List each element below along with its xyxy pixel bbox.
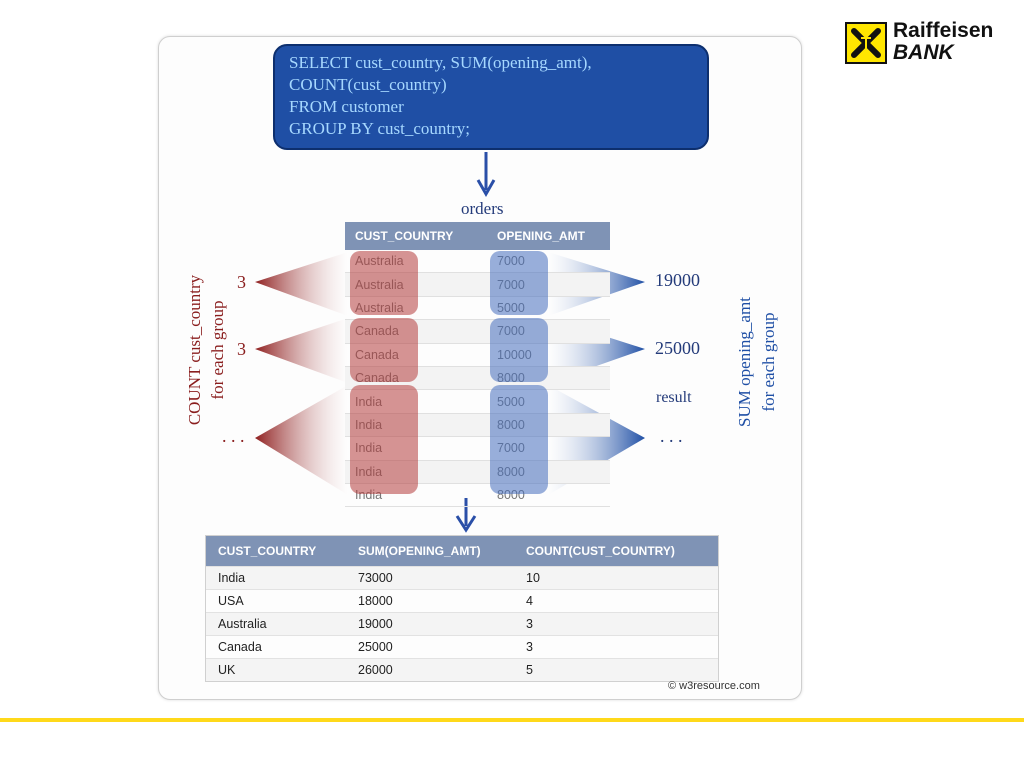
sql-line: FROM customer: [289, 97, 404, 116]
sum-annotation-line2: for each group: [759, 312, 778, 412]
orders-label: orders: [461, 199, 504, 218]
count-funnel-australia: [255, 252, 348, 316]
group-highlight-australia-amt: [490, 251, 548, 315]
table-cell: 73000: [358, 571, 393, 585]
column-header: SUM(OPENING_AMT): [358, 544, 481, 558]
table-cell: 10: [526, 571, 540, 585]
column-header: CUST_COUNTRY: [355, 229, 454, 243]
count-funnel-canada: [255, 318, 348, 383]
table-cell: 3: [526, 617, 533, 631]
sum-value: . . .: [660, 426, 683, 446]
sql-line: GROUP BY cust_country;: [289, 119, 471, 138]
table-header: CUST_COUNTRY SUM(OPENING_AMT) COUNT(CUST…: [206, 536, 718, 566]
group-highlight-canada-amt: [490, 318, 548, 382]
count-funnel-india: [255, 385, 348, 495]
group-highlight-canada: [350, 318, 418, 382]
table-cell: 4: [526, 594, 533, 608]
brand-name: Raiffeisen: [893, 19, 994, 42]
result-label: result: [656, 389, 692, 406]
table-header: CUST_COUNTRY OPENING_AMT: [345, 222, 610, 250]
table-cell: 18000: [358, 594, 393, 608]
table-row: Canada 25000 3: [206, 635, 718, 658]
column-header: COUNT(CUST_COUNTRY): [526, 544, 675, 558]
brand-rule: [0, 718, 1024, 722]
table-cell: 19000: [358, 617, 393, 631]
count-value: . . .: [222, 426, 245, 446]
column-header: CUST_COUNTRY: [218, 544, 317, 558]
table-cell: 26000: [358, 663, 393, 677]
table-cell: UK: [218, 663, 236, 677]
table-row: India 73000 10: [206, 566, 718, 589]
column-header: OPENING_AMT: [497, 229, 586, 243]
table-cell: USA: [218, 594, 244, 608]
group-highlight-india: [350, 385, 418, 494]
sql-line: COUNT(cust_country): [289, 75, 447, 94]
down-arrow-icon: [476, 152, 496, 198]
count-value: 3: [237, 339, 246, 359]
count-annotation-line1: COUNT cust_country: [185, 274, 204, 426]
table-cell: India: [218, 571, 246, 585]
group-highlight-australia: [350, 251, 418, 315]
down-arrow-icon: [455, 498, 477, 533]
table-row: UK 26000 5: [206, 658, 718, 681]
table-row: Australia 19000 3: [206, 612, 718, 635]
table-cell: 5: [526, 663, 533, 677]
raiffeisen-logo: Raiffeisen BANK: [845, 20, 1015, 66]
brand-subtitle: BANK: [893, 41, 954, 64]
group-highlight-india-amt: [490, 385, 548, 494]
table-cell: 25000: [358, 640, 393, 654]
raiffeisen-gable-icon: [845, 22, 887, 64]
table-cell: 3: [526, 640, 533, 654]
sql-query-box: SELECT cust_country, SUM(opening_amt), C…: [273, 44, 709, 150]
count-annotation-line2: for each group: [208, 300, 227, 400]
count-value: 3: [237, 272, 246, 292]
sql-line: SELECT cust_country, SUM(opening_amt),: [289, 53, 592, 72]
sum-value: 25000: [655, 338, 700, 358]
sum-annotation-line1: SUM opening_amt: [735, 297, 754, 427]
table-cell: Canada: [218, 640, 262, 654]
table-cell: Australia: [218, 617, 267, 631]
result-table: CUST_COUNTRY SUM(OPENING_AMT) COUNT(CUST…: [205, 535, 719, 682]
copyright-note: © w3resource.com: [668, 680, 760, 692]
sum-value: 19000: [655, 270, 700, 290]
table-row: USA 18000 4: [206, 589, 718, 612]
